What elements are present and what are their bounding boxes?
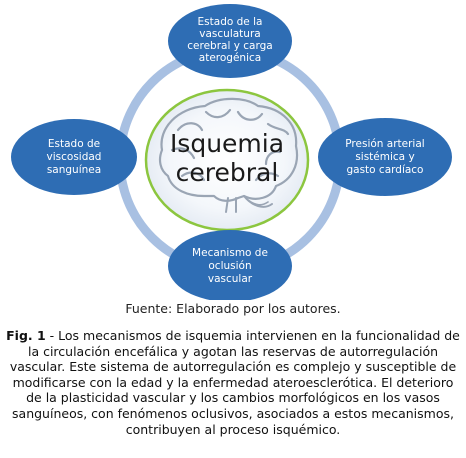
node-pressure-line-3: gasto cardíaco (346, 164, 423, 176)
node-arterial-pressure: Presión arterial sistémica y gasto cardí… (318, 118, 452, 196)
node-occlusion-line-2: oclusión (208, 260, 251, 272)
node-vasculature-line-3: cerebral y carga (187, 40, 272, 52)
figure-caption: Fig. 1 - Los mecanismos de isquemia inte… (6, 328, 460, 437)
node-vasculature-line-4: aterogénica (199, 52, 261, 64)
node-occlusion-line-3: vascular (208, 273, 253, 285)
figure-label: Fig. 1 (6, 328, 46, 343)
node-vasculature-state: Estado de la vasculatura cerebral y carg… (168, 4, 292, 78)
node-pressure-line-1: Presión arterial (345, 138, 424, 150)
node-occlusion-mechanism: Mecanismo de oclusión vascular (168, 230, 292, 300)
node-viscosity-line-2: viscosidad (47, 151, 102, 163)
brain-icon (158, 97, 299, 213)
node-vasculature-line-2: vasculatura (199, 28, 260, 40)
node-viscosity-line-1: Estado de (48, 138, 100, 150)
ischemia-cycle-diagram: Isquemia cerebral Estado de la vasculatu… (11, 4, 452, 300)
node-viscosity-state: Estado de viscosidad sanguínea (11, 119, 137, 195)
figure-source: Fuente: Elaborado por los autores. (125, 301, 341, 316)
node-vasculature-line-1: Estado de la (198, 16, 263, 28)
figure-caption-text: - Los mecanismos de isquemia intervienen… (9, 328, 460, 437)
center-title-line-2: cerebral (176, 158, 279, 187)
node-occlusion-line-1: Mecanismo de (192, 247, 268, 259)
center-title-line-1: Isquemia (170, 129, 284, 158)
node-viscosity-line-3: sanguínea (47, 164, 101, 176)
node-pressure-line-2: sistémica y (355, 151, 414, 163)
